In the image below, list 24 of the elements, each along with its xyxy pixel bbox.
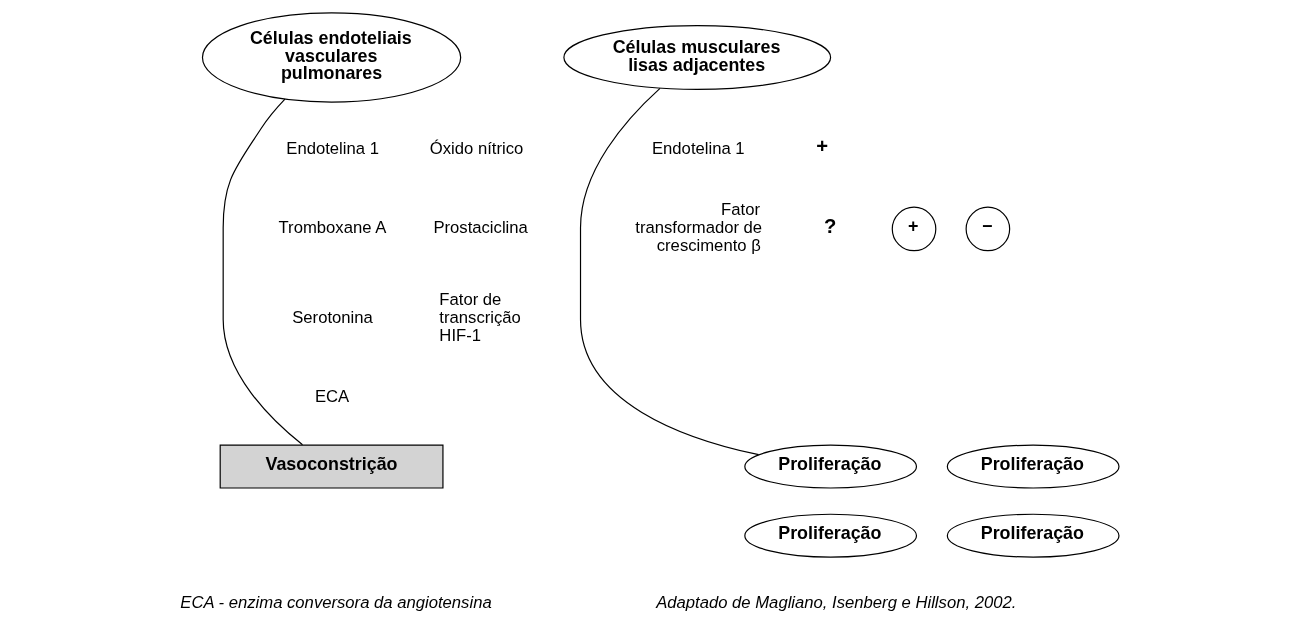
label: Adaptado de Magliano, Isenberg e Hillson, 2002. xyxy=(656,592,1017,612)
node-ellipse: Proliferação xyxy=(744,444,918,489)
label: ? xyxy=(824,214,837,237)
node-ellipse: Proliferação xyxy=(744,513,918,558)
label: Tromboxane A xyxy=(278,218,387,238)
label: + xyxy=(816,135,829,158)
label: Endotelina 1 xyxy=(286,139,379,159)
label: Fator transformador de crescimento β xyxy=(635,200,763,256)
node-ellipse: Proliferação xyxy=(946,444,1120,489)
node-ellipse: Células musculares lisas adjacentes xyxy=(563,25,832,90)
node-circle: − xyxy=(965,206,1011,252)
node-box: Vasoconstrição xyxy=(219,444,444,489)
label: ECA xyxy=(314,386,350,406)
connector xyxy=(579,87,760,456)
node-circle: + xyxy=(891,206,937,252)
label: ECA - enzima conversora da angiotensina xyxy=(180,592,492,612)
label: Endotelina 1 xyxy=(651,139,745,159)
label: Prostaciclina xyxy=(433,218,528,238)
label: Óxido nítrico xyxy=(429,139,524,159)
connector xyxy=(222,98,304,446)
label: Serotonina xyxy=(292,307,373,327)
label: Fator de transcrição HIF-1 xyxy=(439,289,521,345)
node-ellipse: Proliferação xyxy=(946,513,1120,558)
node-ellipse: Células endoteliais vasculares pulmonares xyxy=(201,12,462,103)
